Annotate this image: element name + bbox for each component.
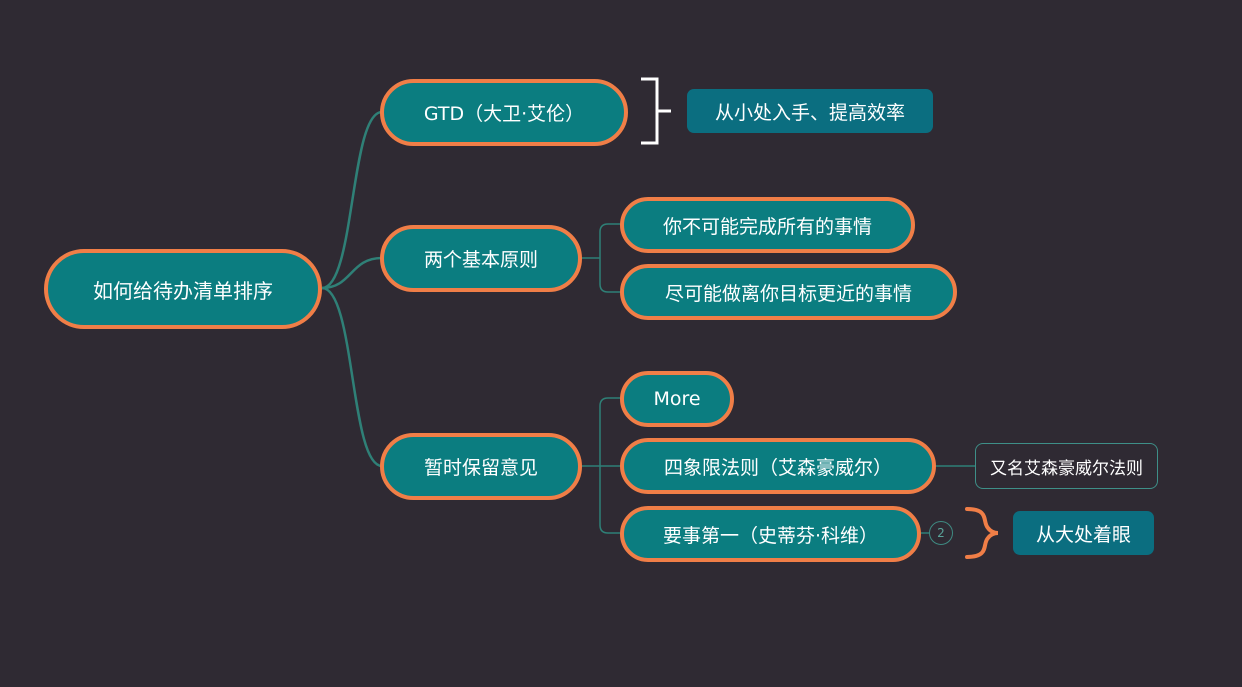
connector-reserve-children [599,397,622,534]
summary-bracket-gtd [641,77,671,145]
collapsed-count-badge[interactable]: 2 [929,521,953,545]
root-node[interactable]: 如何给待办清单排序 [44,249,322,329]
reserve-item-more[interactable]: More [620,371,734,427]
principle-item-2[interactable]: 尽可能做离你目标更近的事情 [620,264,957,320]
summary-brace-first [965,507,999,559]
branch-gtd[interactable]: GTD（大卫·艾伦） [380,79,628,146]
reserve-item-first-things[interactable]: 要事第一（史蒂芬·科维） [620,506,921,562]
connector-root-gtd [321,110,383,290]
summary-gtd[interactable]: 从小处入手、提高效率 [687,89,933,133]
connector-root-principles [321,256,383,290]
principle-item-1[interactable]: 你不可能完成所有的事情 [620,197,915,253]
note-quadrant[interactable]: 又名艾森豪威尔法则 [975,443,1158,489]
summary-first-things[interactable]: 从大处着眼 [1013,511,1154,555]
connector-root-reserve [321,286,383,468]
reserve-item-quadrant[interactable]: 四象限法则（艾森豪威尔） [620,438,936,494]
branch-principles[interactable]: 两个基本原则 [380,225,582,292]
connector-principles-child1 [599,223,622,293]
branch-reserve[interactable]: 暂时保留意见 [380,433,582,500]
